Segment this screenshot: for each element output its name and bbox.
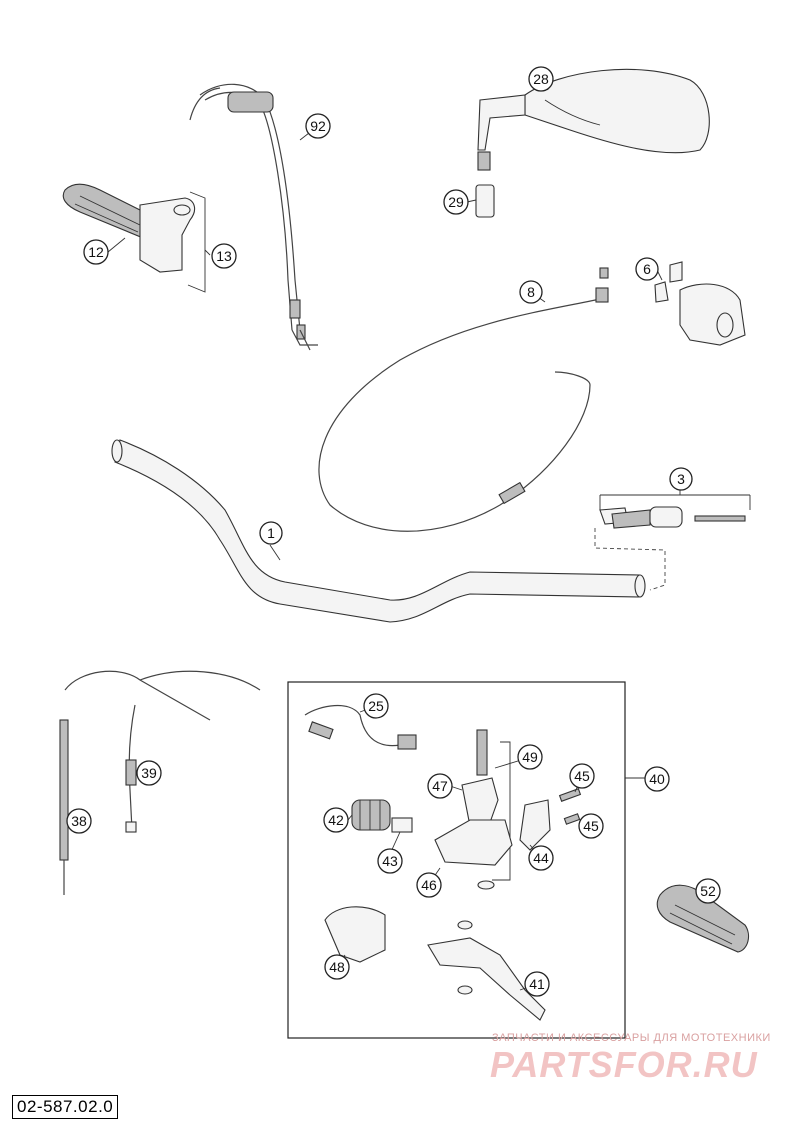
svg-text:29: 29 [448,194,464,210]
callout-48: 48 [324,954,350,980]
callout-44: 44 [528,845,554,871]
svg-text:45: 45 [574,768,590,784]
svg-text:52: 52 [700,883,716,899]
callout-43: 43 [377,848,403,874]
clutch-cable [318,267,609,532]
handlebar [111,439,646,623]
drawing-code-label: 02-587.02.0 [12,1095,119,1119]
svg-text:40: 40 [649,771,665,787]
mirror [477,68,710,154]
svg-text:12: 12 [88,244,104,260]
clutch-assembly-frame [287,681,645,1039]
callout-49: 49 [517,744,543,770]
svg-text:8: 8 [527,284,535,300]
mirror-adapter [475,151,495,218]
throttle-housing [139,191,206,293]
callout-25: 25 [363,693,389,719]
svg-text:46: 46 [421,877,437,893]
svg-text:43: 43 [382,853,398,869]
clutch-switch-cable [304,704,417,750]
callout-6: 6 [635,257,659,281]
callout-39: 39 [136,760,162,786]
callout-42: 42 [323,807,349,833]
svg-text:28: 28 [533,71,549,87]
callout-13: 13 [211,243,237,269]
callout-28: 28 [528,66,554,92]
callout-12: 12 [83,239,109,265]
svg-text:39: 39 [141,765,157,781]
callout-45b: 45 [578,813,604,839]
svg-text:13: 13 [216,248,232,264]
callout-3: 3 [669,467,693,491]
clutch-lever [427,920,546,1021]
callout-47: 47 [427,773,453,799]
kill-switch [654,261,746,346]
callout-52: 52 [695,878,721,904]
bar-end-set [594,487,751,591]
left-grip [656,884,750,953]
choke-cables [59,670,261,895]
callout-1: 1 [259,521,283,545]
svg-text:41: 41 [529,976,545,992]
lever-cover [324,906,386,963]
svg-text:6: 6 [643,261,651,277]
clutch-lever-bracket [434,729,582,890]
svg-text:92: 92 [310,118,326,134]
svg-text:49: 49 [522,749,538,765]
callout-38: 38 [66,808,92,834]
callout-92: 92 [305,113,331,139]
svg-text:45: 45 [583,818,599,834]
svg-text:47: 47 [432,778,448,794]
svg-text:44: 44 [533,850,549,866]
callout-41: 41 [524,971,550,997]
throttle-cables [189,83,318,351]
callout-45a: 45 [569,763,595,789]
callout-8: 8 [519,280,543,304]
svg-text:3: 3 [677,471,685,487]
watermark-subtitle: ЗАПЧАСТИ И АКСЕССУАРЫ ДЛЯ МОТОТЕХНИКИ [492,1032,771,1044]
callout-29: 29 [443,189,469,215]
svg-text:38: 38 [71,813,87,829]
callout-40: 40 [644,766,670,792]
svg-text:42: 42 [328,812,344,828]
svg-text:25: 25 [368,698,384,714]
watermark-brand: PARTSFOR.RU [490,1044,758,1085]
callout-46: 46 [416,872,442,898]
svg-text:48: 48 [329,959,345,975]
clutch-adjuster [351,799,413,833]
svg-text:1: 1 [267,525,275,541]
